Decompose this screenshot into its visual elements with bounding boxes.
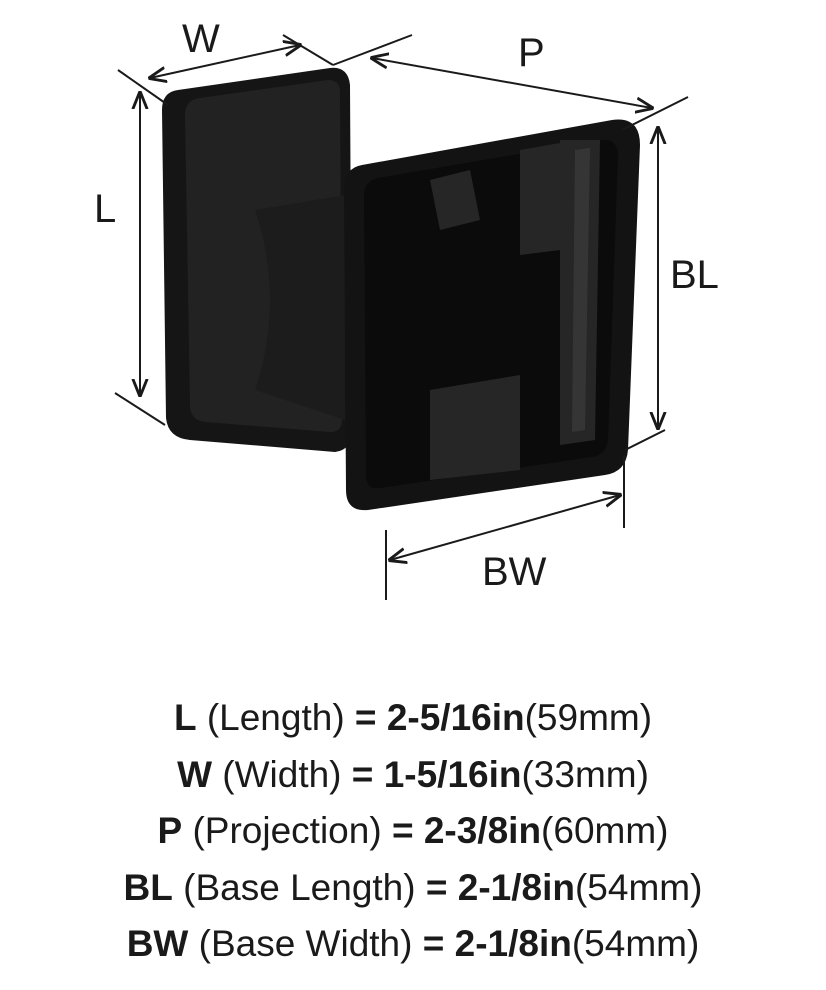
spec-metric: (33mm) [521,753,649,795]
spec-eq: = [351,753,374,795]
spec-imperial: 1-5/16in [383,753,522,795]
spec-row-base-length: BL (Base Length) = 2-1/8in(54mm) [0,860,826,917]
spec-name: (Width) [222,753,342,795]
spec-eq: = [422,923,445,964]
spec-eq: = [425,866,448,908]
spec-eq: = [391,810,414,851]
spec-imperial: 2-1/8in [457,866,575,908]
label-p: P [518,31,545,75]
knob-stem [255,195,345,420]
label-l: L [94,187,116,231]
spec-metric: (59mm) [524,697,653,738]
spec-name: (Base Width) [198,923,413,964]
cabinet-knob-image [162,67,640,511]
spec-code: P [157,810,183,851]
spec-row-width: W (Width) = 1-5/16in(33mm) [0,747,826,804]
label-w: W [182,17,220,61]
spec-code: BL [123,866,173,908]
spec-imperial: 2-3/8in [423,810,542,851]
label-bl: BL [670,253,719,297]
spec-metric: (54mm) [571,923,700,964]
spec-eq: = [354,697,377,738]
spec-imperial: 2-1/8in [454,923,572,964]
spec-code: W [177,753,212,795]
spec-row-length: L (Length) = 2-5/16in(59mm) [0,690,826,747]
label-bw: BW [482,550,547,594]
dimension-specs: L (Length) = 2-5/16in(59mm) W (Width) = … [0,690,826,973]
spec-name: (Projection) [192,810,382,851]
spec-row-projection: P (Projection) = 2-3/8in(60mm) [0,803,826,860]
spec-metric: (54mm) [574,866,703,908]
dimension-lines [114,34,689,600]
spec-name: (Length) [206,697,345,738]
spec-imperial: 2-5/16in [386,697,525,738]
spec-code: BW [126,923,189,964]
spec-name: (Base Length) [183,866,416,908]
spec-metric: (60mm) [541,810,669,851]
spec-row-base-width: BW (Base Width) = 2-1/8in(54mm) [0,916,826,973]
product-dimension-diagram: W P L BL BW [94,17,719,600]
spec-code: L [173,697,197,738]
